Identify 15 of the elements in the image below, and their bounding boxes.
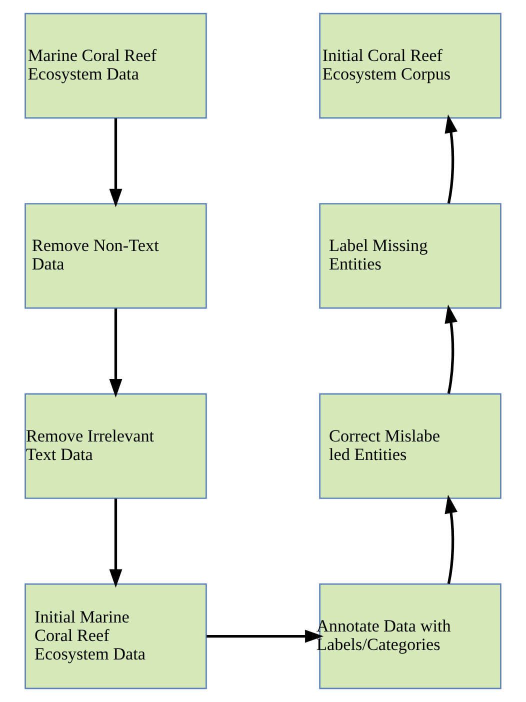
arrow xyxy=(109,498,122,588)
node-box: Initial Coral Reef Ecosystem Corpus xyxy=(319,12,502,119)
arrow xyxy=(206,630,324,643)
arrow xyxy=(444,114,458,204)
arrow xyxy=(109,308,122,398)
node-box: Correct Mislabe led Entities xyxy=(319,393,502,499)
arrow xyxy=(109,118,122,208)
node-box: Remove Irrelevant Text Data xyxy=(24,393,207,499)
node-box: Label Missing Entities xyxy=(319,203,502,309)
arrow xyxy=(444,494,458,584)
node-box: Annotate Data with Labels/Categories xyxy=(319,583,502,690)
node-box: Remove Non-Text Data xyxy=(24,203,207,309)
node-box: Initial Marine Coral Reef Ecosystem Data xyxy=(24,583,207,690)
arrow xyxy=(444,304,458,394)
node-box: Marine Coral Reef Ecosystem Data xyxy=(24,12,207,119)
